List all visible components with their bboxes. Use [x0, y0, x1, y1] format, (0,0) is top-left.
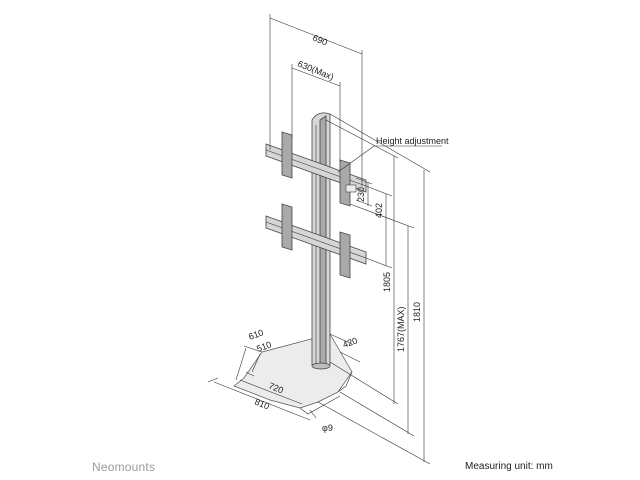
dim-230: 230	[356, 187, 366, 202]
height-adjustment-leader	[337, 145, 442, 173]
dim-510: 510	[255, 339, 273, 354]
dim-1810: 1810	[412, 302, 422, 322]
dim-402: 402	[374, 203, 384, 218]
dim-1767-max: 1767(MAX)	[396, 306, 406, 352]
dim-hole-phi9: φ9	[322, 423, 333, 433]
dim-1805: 1805	[382, 272, 392, 292]
upper-crossbar	[265, 131, 367, 207]
dim-630-max: 630(Max)	[296, 59, 335, 83]
dim-420: 420	[341, 335, 359, 350]
height-adjustment-label: Height adjustment	[376, 136, 449, 146]
floor-base-plate	[233, 333, 353, 415]
lower-crossbar	[265, 203, 367, 279]
measuring-unit-label: Measuring unit: mm	[465, 461, 553, 472]
width-dimension-lines	[269, 14, 363, 186]
base-dimension-lines	[207, 333, 361, 421]
dim-690: 690	[311, 33, 329, 48]
dim-610: 610	[247, 327, 265, 342]
brand-logo-text: Neomounts	[92, 460, 156, 474]
vertical-dimension-lines	[317, 113, 431, 465]
